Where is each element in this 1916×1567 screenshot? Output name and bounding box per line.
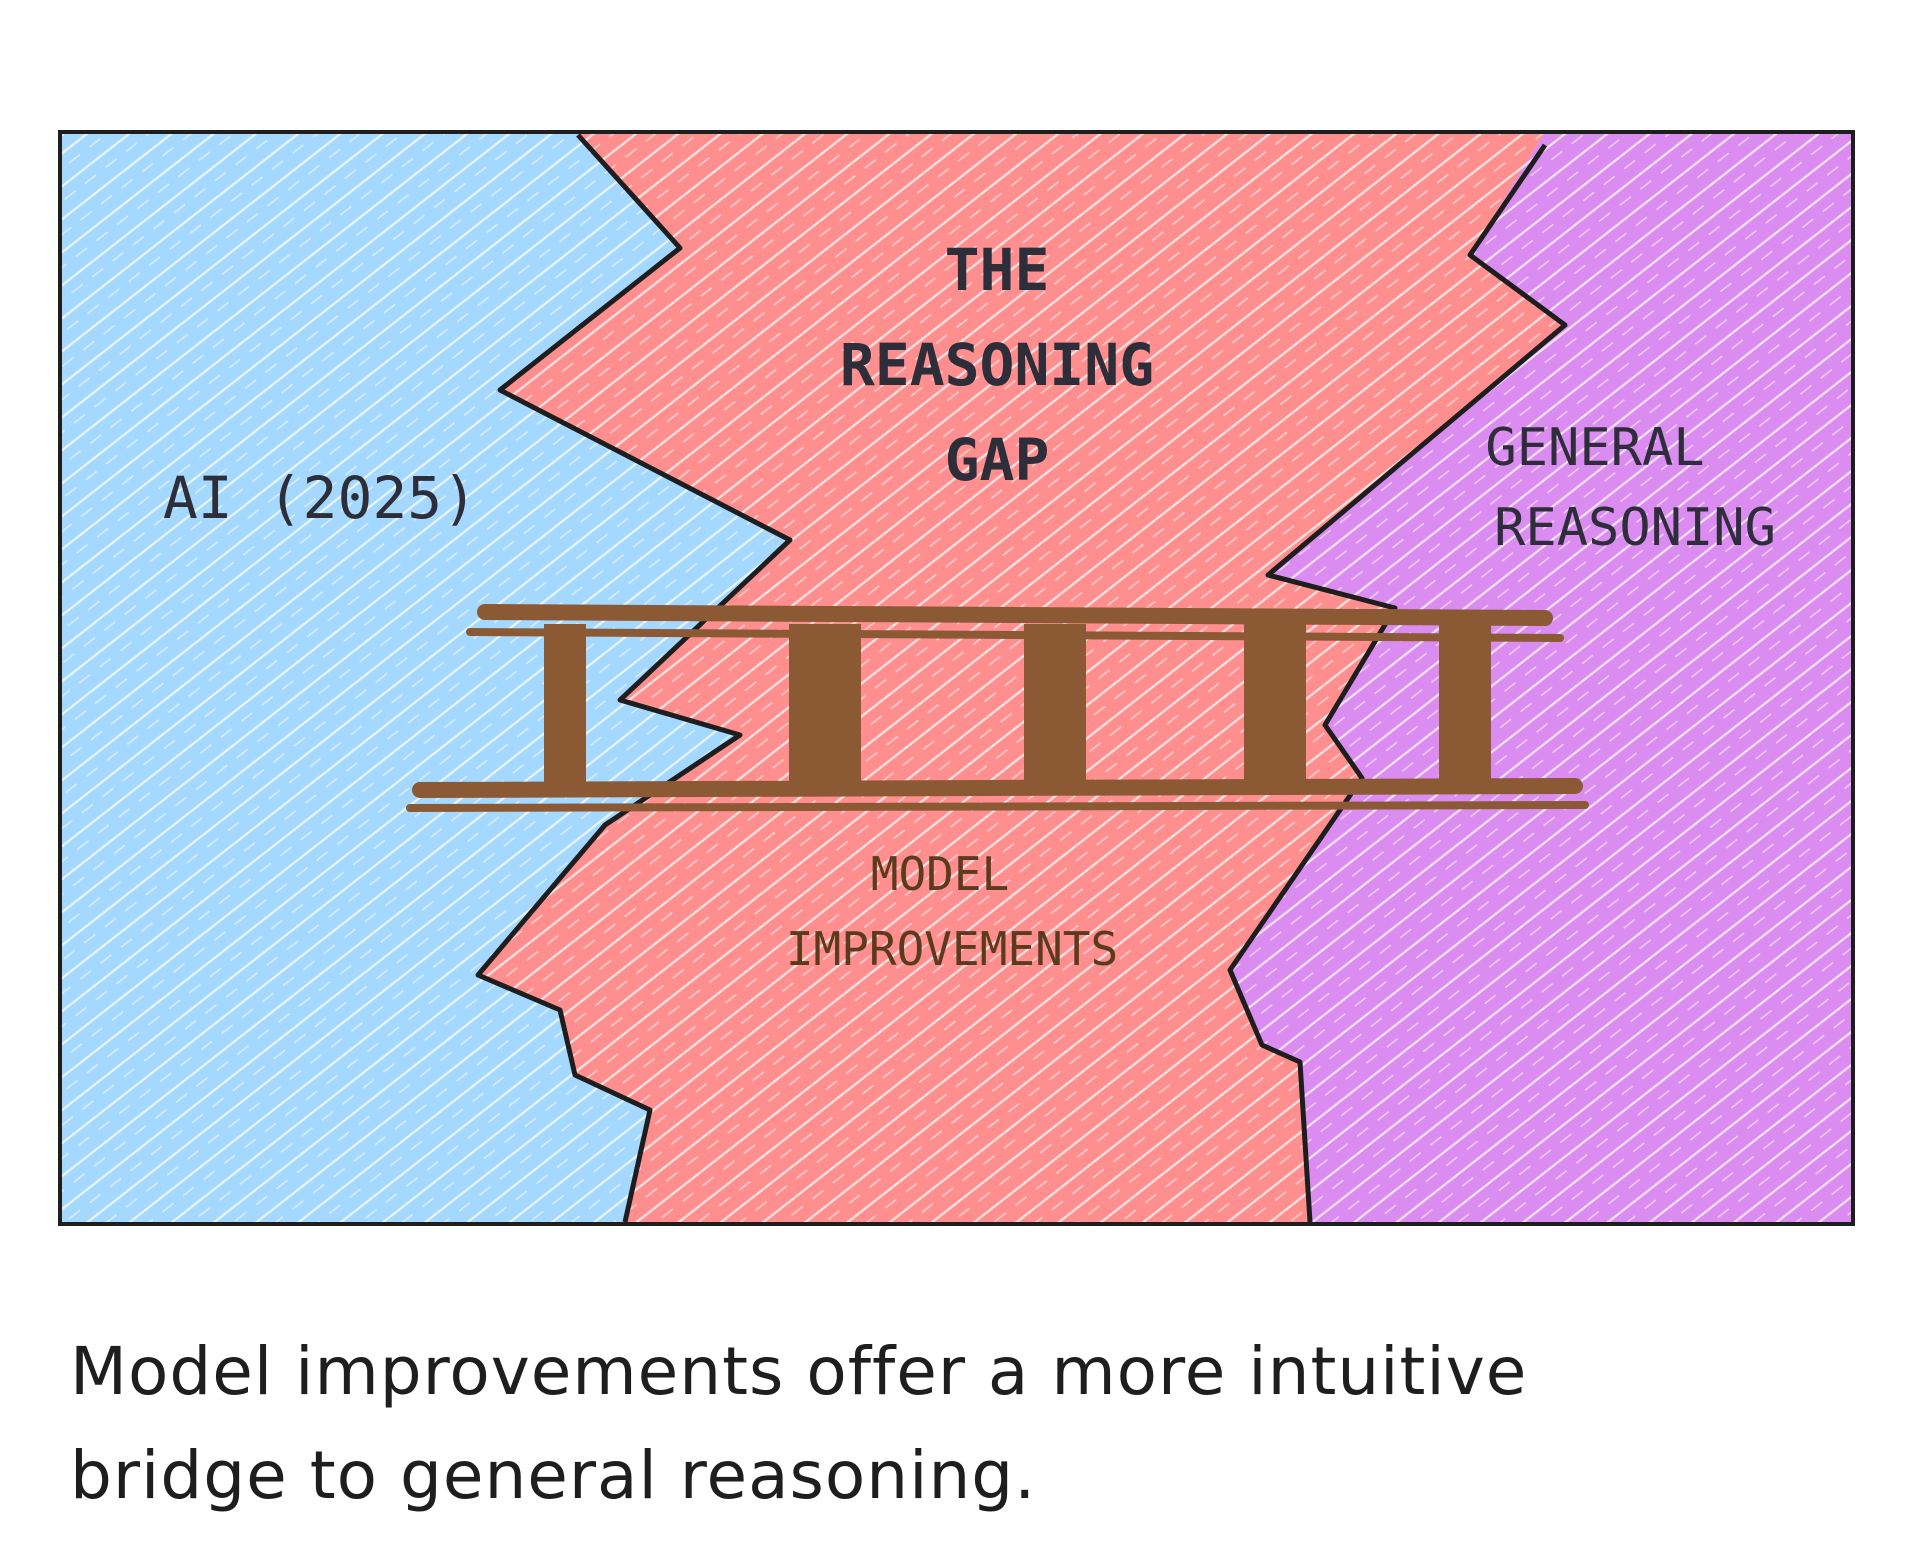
right-jagged-border	[1227, 143, 1568, 1223]
bridge-ladder	[406, 604, 1589, 812]
reasoning-gap-label-line3: GAP	[945, 426, 1050, 494]
outer-frame	[58, 130, 1855, 1226]
reasoning-gap-label-line2: REASONING	[840, 331, 1154, 399]
general-reasoning-label-line2: REASONING	[1494, 498, 1776, 558]
caption: Model improvements offer a more intuitiv…	[70, 1320, 1850, 1528]
caption-line2: bridge to general reasoning.	[70, 1437, 1037, 1514]
reasoning-gap-label-line1: THE	[945, 236, 1050, 304]
left-jagged-border	[475, 133, 793, 1223]
caption-line1: Model improvements offer a more intuitiv…	[70, 1333, 1528, 1410]
model-improvements-label-line1: MODEL	[871, 847, 1009, 901]
model-improvements-label-line2: IMPROVEMENTS	[786, 922, 1118, 976]
general-reasoning-label-line1: GENERAL	[1485, 418, 1704, 478]
ai-2025-label: AI (2025)	[163, 464, 477, 532]
